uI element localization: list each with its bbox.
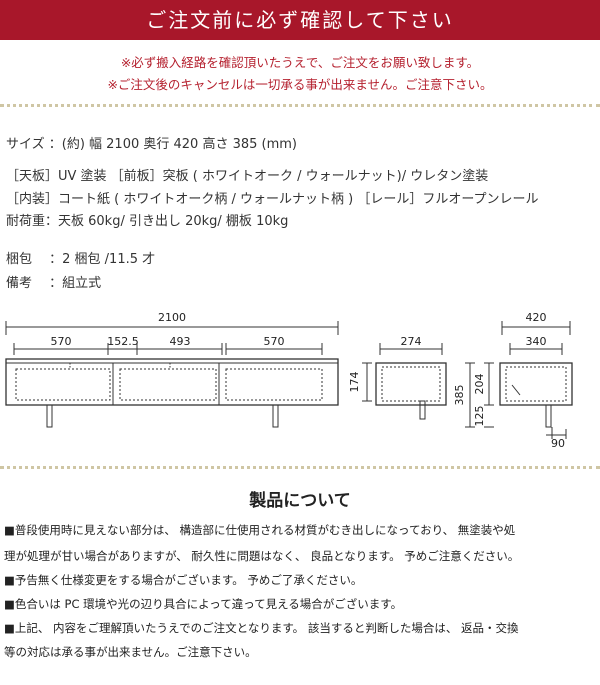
notice-line-2: ※ご注文後のキャンセルは一切承る事が出来ません。ご注意下さい。: [107, 77, 493, 92]
product-line-6: 等の対応は承る事が出来ません。ご注意下さい。: [4, 645, 257, 659]
notice-line-1: ※必ず搬入経路を確認頂いたうえで、ご注文をお願い致します。: [120, 55, 480, 70]
dim-front-right: 570: [264, 335, 285, 348]
spec-load: 耐荷重：天板 60kg/ 引き出し 20kg/ 棚板 10kg: [6, 214, 289, 229]
dim-front-left: 570: [51, 335, 72, 348]
divider-top: [0, 104, 600, 107]
product-line-5: ■上記、 内容をご理解頂いたうえでのご注文となります。 該当すると判断した場合は…: [4, 621, 519, 635]
product-line-4: ■色合いは PC 環境や光の辺り具合によって違って見える場合がございます。: [4, 597, 403, 611]
spec-size: サイズ ：(約) 幅 2100 奥行 420 高さ 385 (mm): [6, 137, 297, 152]
dim-top-lower: 125: [473, 406, 486, 427]
spec-remarks: 備考 ：組立式: [6, 276, 102, 291]
product-line-1: ■普段使用時に見えない部分は、 構造部に仕使用される材質がむき出しになっており、…: [4, 523, 516, 537]
divider-bottom: [0, 466, 600, 469]
dim-top-upper: 204: [473, 374, 486, 395]
dim-front-center: 493: [170, 335, 191, 348]
dim-side-width: 274: [401, 335, 422, 348]
dim-top-height: 385: [453, 385, 466, 406]
dim-top-foot: 90: [551, 437, 565, 450]
spec-material-2: ［内装］コート紙 ( ホワイトオーク柄 / ウォールナット柄 ) ［レール］フル…: [6, 192, 539, 207]
dim-top-inner: 340: [526, 335, 547, 348]
notice-banner: ご注文前に必ず確認して下さい: [0, 0, 600, 40]
banner-title: ご注文前に必ず確認して下さい: [146, 8, 454, 32]
dim-front-total: 2100: [158, 311, 186, 324]
spec-packing: 梱包 ：2 梱包 /11.5 才: [6, 252, 156, 267]
dimension-drawing: 2100 570 152.5 493 570 274 174 420 340 3…: [0, 305, 600, 450]
product-line-3: ■予告無く仕様変更をする場合がございます。 予めご了承ください。: [4, 573, 363, 587]
dim-side-height: 174: [348, 372, 361, 393]
dim-front-gap: 152.5: [107, 335, 139, 348]
dim-top-depth: 420: [526, 311, 547, 324]
product-heading: 製品について: [249, 491, 351, 511]
product-line-2: 理が処理が甘い場合がありますが、 耐久性に問題はなく、 良品となります。 予めご…: [4, 549, 520, 563]
spec-material-1: ［天板］UV 塗装 ［前板］突板 ( ホワイトオーク / ウォールナット)/ ウ…: [6, 169, 489, 184]
